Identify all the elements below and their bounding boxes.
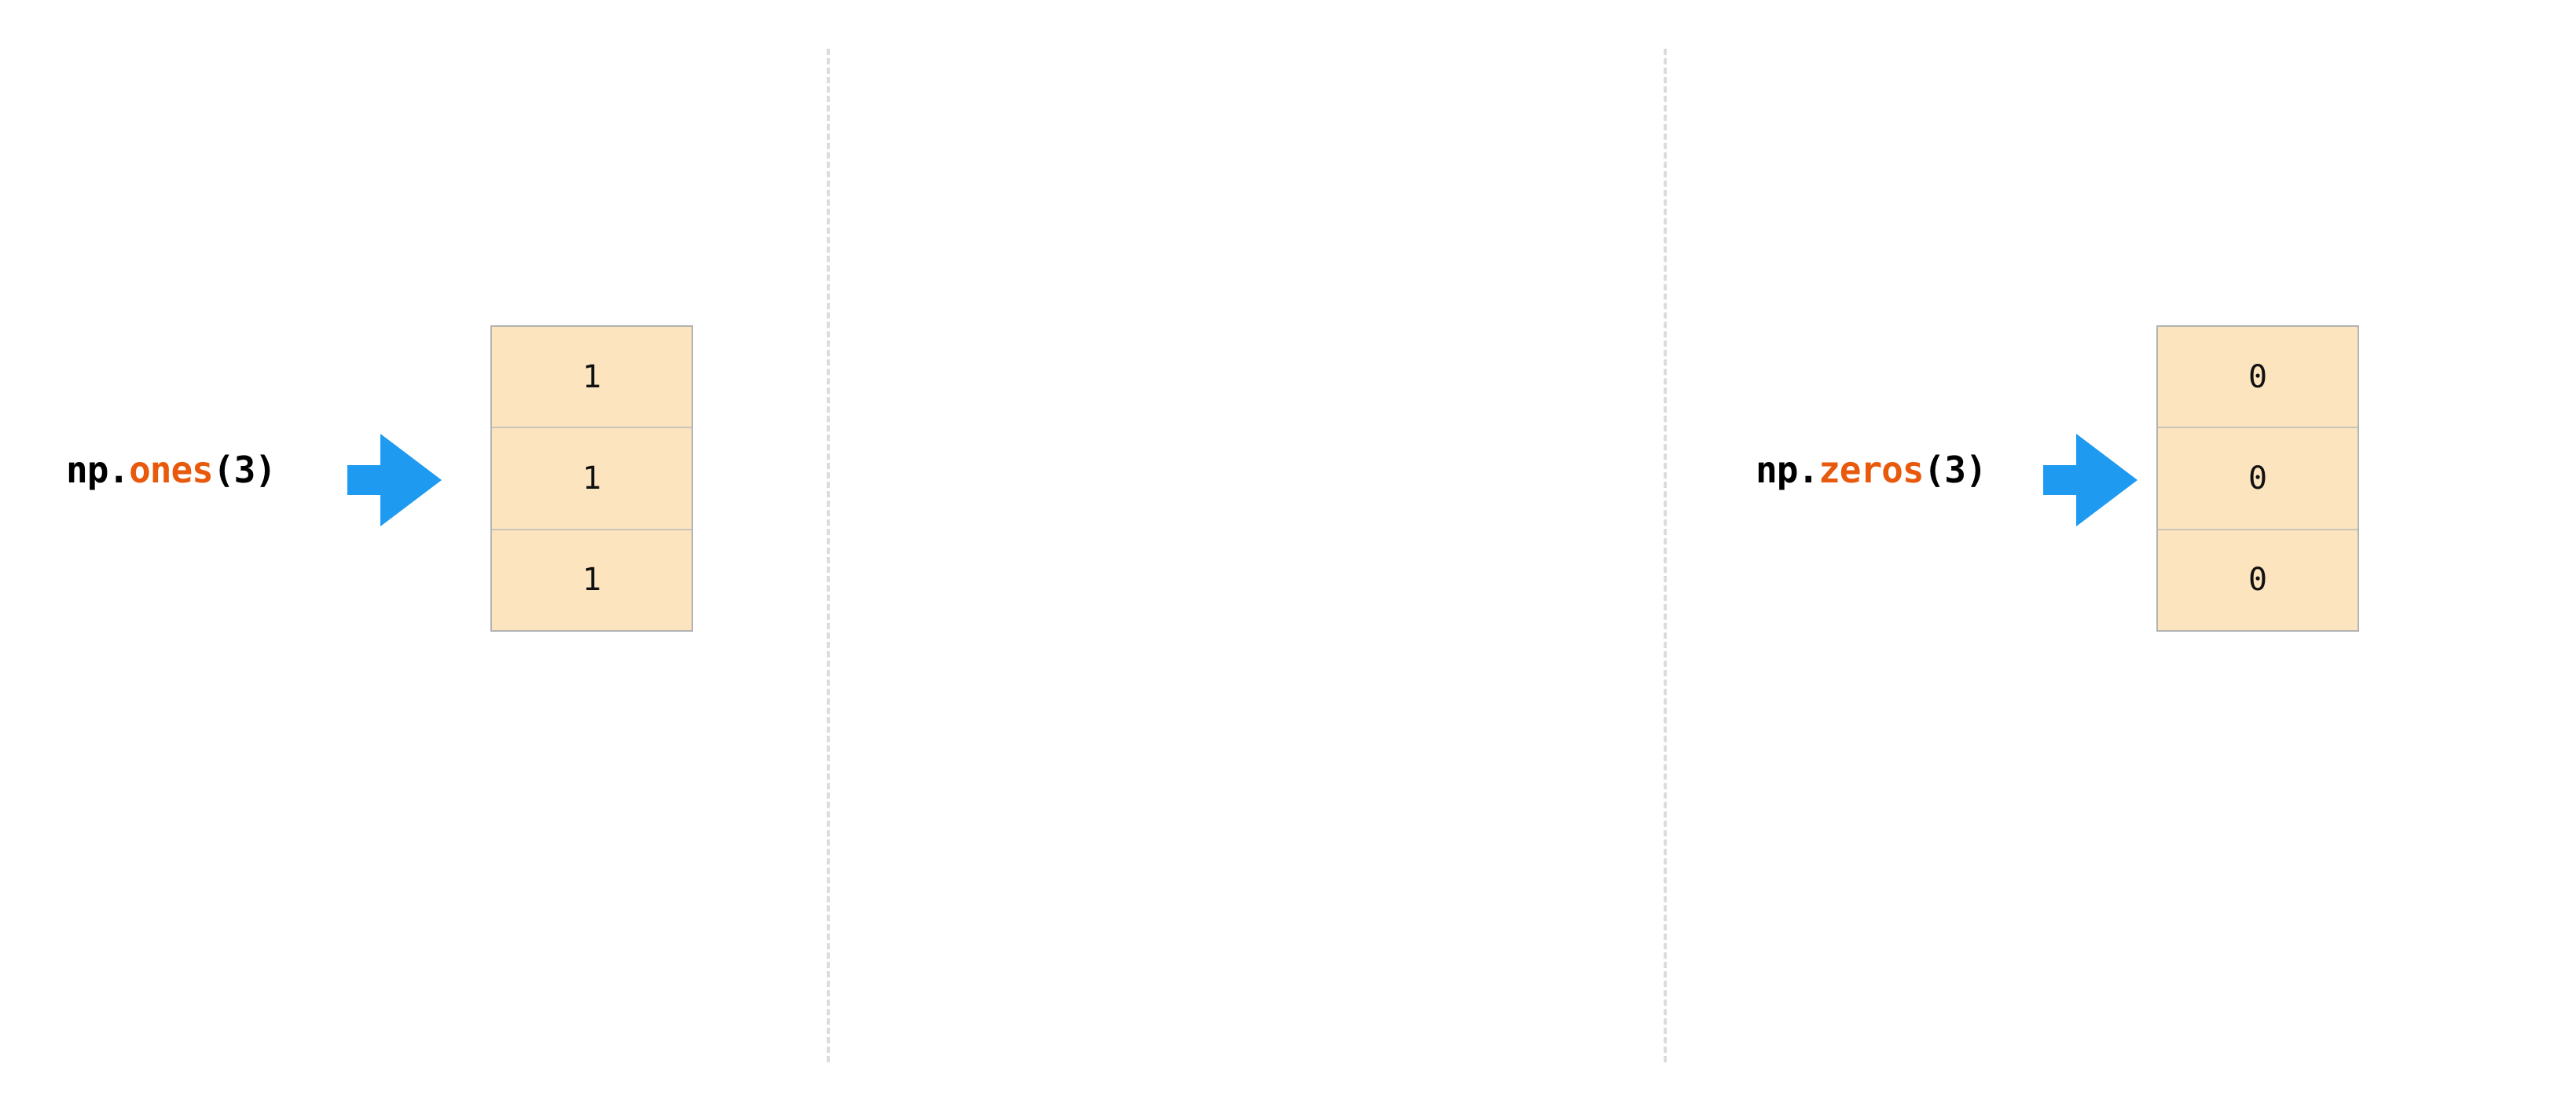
table-row: 1 xyxy=(582,562,602,599)
array-table-ones: 1 1 1 xyxy=(490,325,693,632)
expression-module: np. xyxy=(1756,449,1819,491)
expression-args: (3) xyxy=(212,449,277,491)
expression-ones: np.ones(3) xyxy=(66,446,277,493)
table-row: 0 xyxy=(2158,327,2358,429)
table-row: 1 xyxy=(492,428,692,530)
panel-random: np.random.random(3) 0.5967 0.0606 0.2223 xyxy=(1664,0,2576,1100)
panel-divider-2 xyxy=(1664,49,1667,1062)
table-row: 1 xyxy=(492,327,692,429)
array-table-zeros: 0 0 0 xyxy=(2156,325,2359,632)
right-arrow-icon xyxy=(347,432,443,528)
expression-module: np. xyxy=(66,449,130,491)
expression-function: zeros xyxy=(1818,449,1924,491)
table-row: 0 xyxy=(2248,562,2268,599)
expression-args: (3) xyxy=(1923,449,1987,491)
expression-function: ones xyxy=(129,449,214,491)
panel-divider-1 xyxy=(827,49,830,1062)
right-arrow-icon xyxy=(2043,432,2139,528)
expression-zeros: np.zeros(3) xyxy=(1756,446,1987,493)
table-row: 0 xyxy=(2158,428,2358,530)
panel-ones: np.ones(3) 1 1 1 xyxy=(0,0,827,1100)
panel-zeros: np.zeros(3) 0 0 0 xyxy=(827,0,2359,1100)
